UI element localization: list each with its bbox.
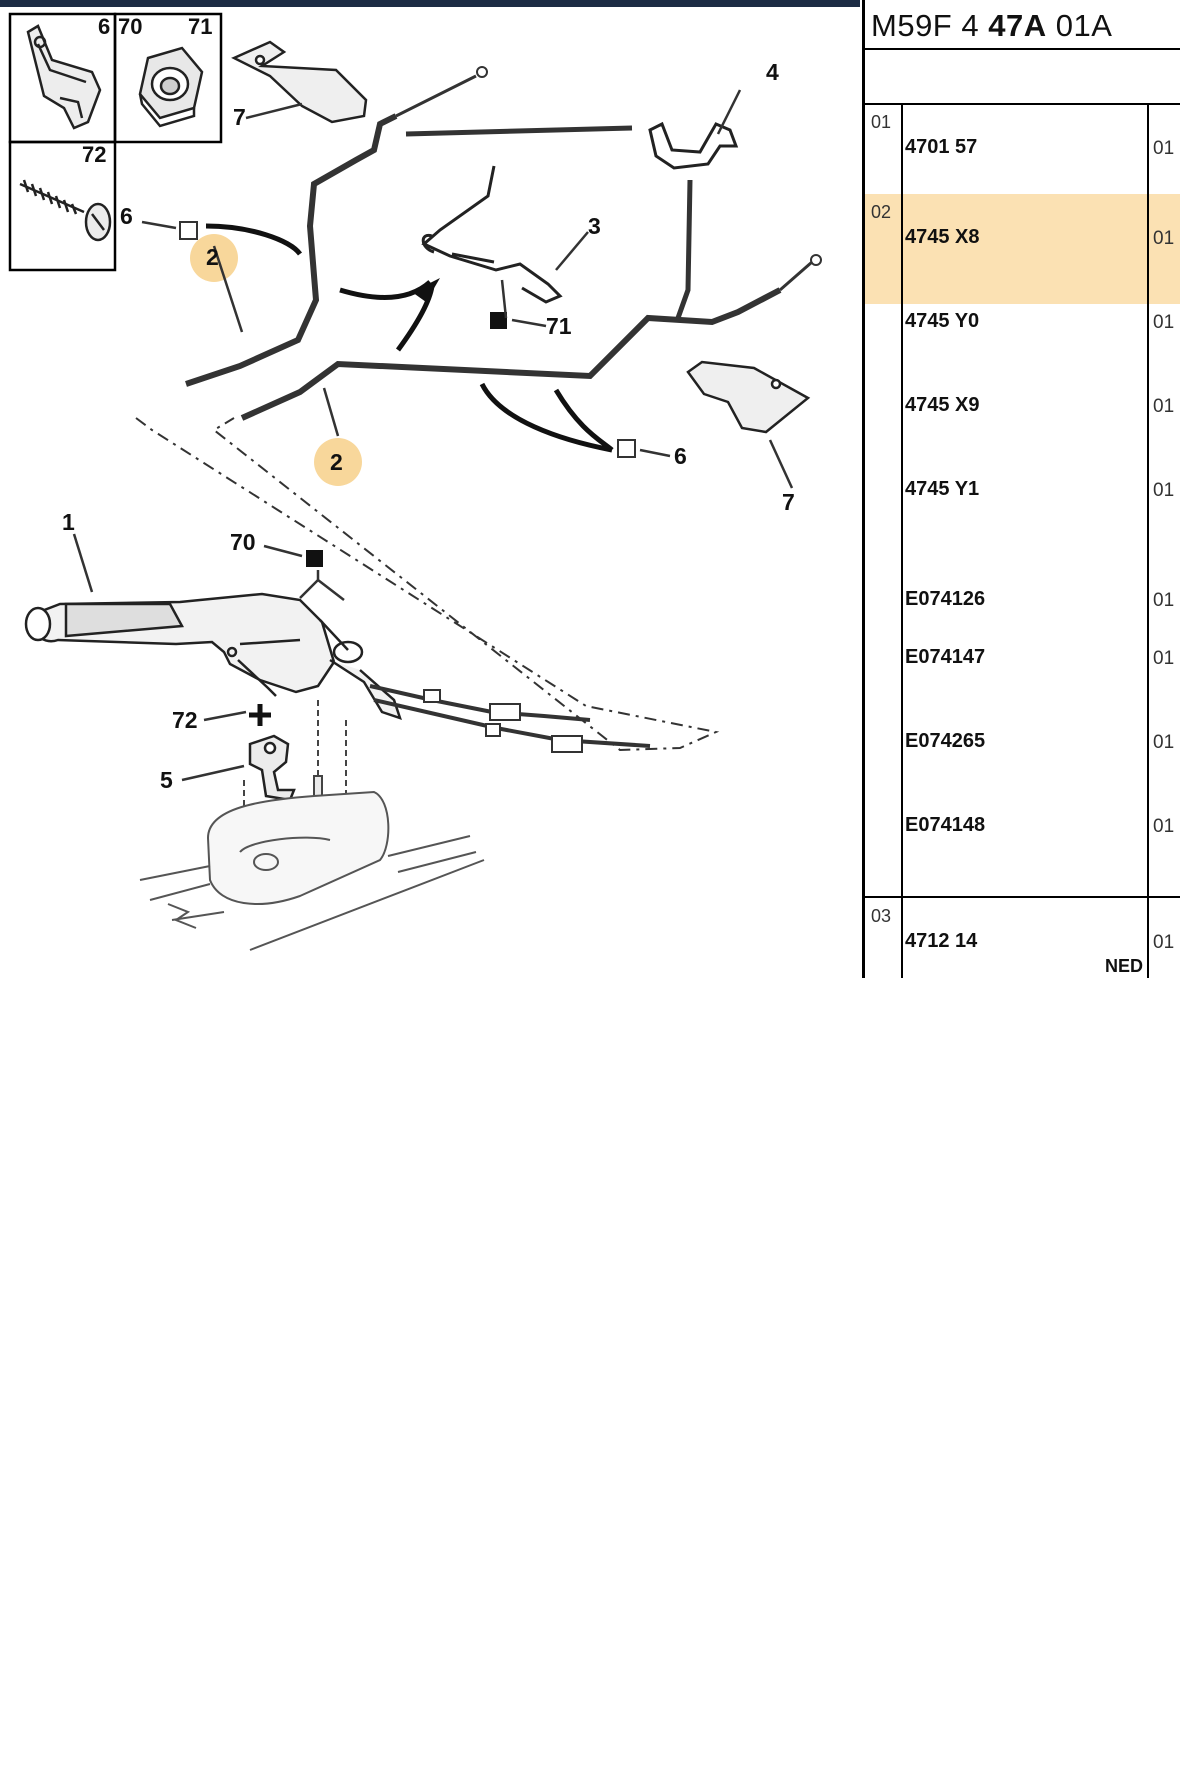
callout-2b: 2	[330, 449, 343, 475]
part-ref[interactable]: E074265	[905, 730, 986, 752]
screw-marker-72	[249, 704, 271, 726]
callout-5: 5	[160, 767, 173, 793]
model-suffix: 01A	[1055, 8, 1113, 43]
callout-6a: 6	[120, 203, 133, 229]
exploded-parts-diagram: 6 70 71 72	[0, 0, 860, 980]
model-bold: 47A	[988, 8, 1047, 43]
group-02-rest: 4745 Y0 01 4745 X9 01 4745 Y1 01 E074126…	[865, 304, 1180, 900]
group-02-highlight: 02 4745 X8 01	[865, 194, 1180, 304]
clip-marker-6a	[179, 221, 198, 240]
floor-tunnel	[139, 790, 485, 951]
callout-2a: 2	[206, 244, 219, 270]
column-divider-left	[901, 104, 903, 978]
part-ref[interactable]: 4745 X9	[905, 394, 980, 416]
lever-bracket-5	[248, 734, 296, 802]
panel-header: M59F 4 47A 01A	[865, 0, 1180, 50]
group-number: 01	[871, 112, 892, 132]
inset-label-6: 6	[98, 14, 110, 39]
callout-4: 4	[766, 59, 779, 85]
part-qty: 01	[1153, 138, 1175, 159]
clip-3	[421, 165, 563, 304]
callout-7b: 7	[782, 489, 795, 515]
part-qty: 01	[1153, 816, 1175, 837]
part-ref[interactable]: E074147	[905, 646, 986, 668]
part-qty: 01	[1153, 732, 1175, 753]
callout-7a: 7	[233, 104, 246, 130]
part-qty: 01	[1153, 312, 1175, 333]
handbrake-lever	[24, 592, 402, 720]
part-qty: 01	[1153, 932, 1175, 953]
bracket-top	[231, 40, 368, 124]
model-prefix: M59F 4	[871, 8, 980, 43]
part-qty: 01	[1153, 480, 1175, 501]
nut-marker-71	[490, 312, 507, 329]
part-ref[interactable]: E074148	[905, 814, 986, 836]
callout-3: 3	[588, 213, 601, 239]
inset-label-72: 72	[82, 142, 106, 167]
part-ref[interactable]: 4745 Y1	[905, 478, 980, 500]
callout-71: 71	[546, 313, 572, 339]
part-qty: 01	[1153, 590, 1175, 611]
column-divider-right	[1147, 104, 1149, 978]
inset-label-71: 71	[188, 14, 212, 39]
part-ref[interactable]: 4701 57	[905, 136, 978, 158]
part-qty: 01	[1153, 228, 1175, 249]
inset-label-70: 70	[118, 14, 142, 39]
nut-icon	[138, 46, 204, 128]
cable-ends	[369, 684, 651, 753]
panel-subheader	[865, 50, 1180, 105]
leader-lines	[72, 89, 794, 782]
bracket-right	[686, 360, 811, 434]
routing-outline	[135, 417, 720, 752]
cable-lower	[240, 254, 822, 421]
nut-marker-70	[306, 550, 323, 567]
parts-list-panel: M59F 4 47A 01A 01 4701 57 01 02 4745 X8 …	[862, 0, 1180, 978]
truncated-note: NED	[1105, 956, 1144, 976]
highlight-marker-2b	[314, 438, 362, 486]
group-number: 02	[871, 202, 892, 222]
clip-icon	[26, 24, 102, 130]
highlight-marker-2a	[190, 234, 238, 282]
cable-upper	[185, 66, 693, 387]
screw-icon	[19, 179, 112, 242]
part-ref[interactable]: 4745 Y0	[905, 310, 980, 332]
group-01: 01 4701 57 01	[865, 104, 1180, 194]
callout-6b: 6	[674, 443, 687, 469]
part-ref[interactable]: 4712 14	[905, 930, 978, 952]
callout-72: 72	[172, 707, 198, 733]
spring-4	[648, 121, 739, 170]
part-ref[interactable]: E074126	[905, 588, 986, 610]
group-number: 03	[871, 906, 892, 926]
inset-boxes	[8, 12, 223, 272]
callout-1: 1	[62, 509, 75, 535]
part-ref[interactable]: 4745 X8	[905, 226, 980, 248]
arrow-head	[412, 278, 440, 302]
diagram-canvas: 6 70 71 72	[8, 12, 822, 951]
top-bar	[0, 0, 860, 7]
model-code: M59F 4 47A 01A	[871, 8, 1112, 44]
clip-marker-6b	[617, 439, 636, 458]
callout-70: 70	[230, 529, 256, 555]
part-qty: 01	[1153, 396, 1175, 417]
group-03: 03 4712 14 01	[865, 896, 1180, 978]
part-qty: 01	[1153, 648, 1175, 669]
